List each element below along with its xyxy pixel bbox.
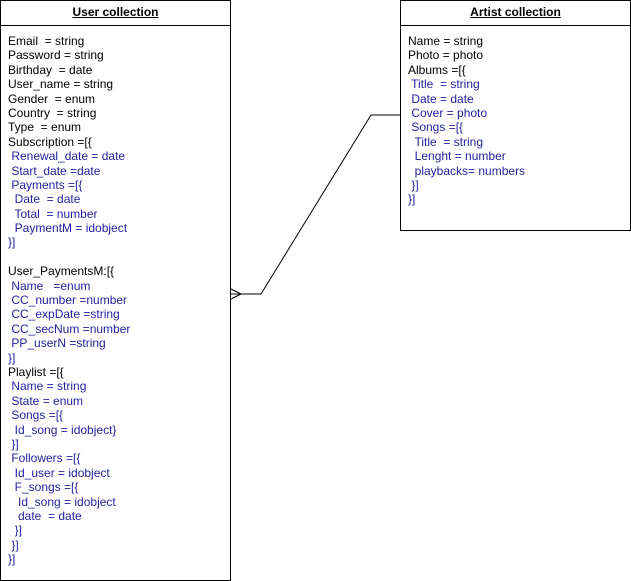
user-attribute-line: Start_date =date: [8, 163, 101, 178]
user-attribute-line: Id_song = idobject: [8, 494, 116, 509]
user-attribute-line: Followers =[{: [8, 451, 81, 466]
artist-collection-title: Artist collection: [401, 1, 630, 26]
user-attribute-line: CC_secNum =number: [8, 321, 131, 336]
user-attribute-line: Password = string: [8, 48, 104, 63]
user-attribute-line: Playlist =[{: [8, 364, 64, 379]
user-attribute-line: Name = string: [8, 379, 87, 394]
user-attribute-line: State = enum: [8, 393, 84, 408]
artist-attribute-line: Name = string: [408, 34, 484, 48]
user-attribute-line: Country = string: [8, 105, 97, 120]
artist-attribute-line: Photo = photo: [408, 48, 484, 63]
user-attribute-line: F_songs =[{: [8, 480, 79, 495]
user-attribute-line: Id_song = idobject}: [8, 422, 117, 437]
user-attribute-line: }]: [8, 350, 16, 365]
artist-attribute-line: Lenght = number: [408, 149, 506, 164]
user-attribute-line: Date = date: [8, 192, 81, 207]
user-attribute-line: Payments =[{: [8, 177, 83, 192]
user-attribute-line: CC_expDate =string: [8, 307, 120, 322]
user-attribute-line: Birthday = date: [8, 62, 93, 77]
user-attribute-line: User_PaymentsM:[{: [8, 264, 115, 279]
user-attribute-line: }]: [8, 235, 16, 250]
user-attribute-line: Songs =[{: [8, 408, 64, 423]
user-attribute-line: Total = number: [8, 206, 98, 221]
user-attribute-line: [8, 250, 230, 264]
user-attribute-line: Gender = enum: [8, 91, 96, 106]
user-attribute-line: }]: [8, 436, 19, 451]
relationship-line: [231, 114, 400, 295]
user-attribute-line: Subscription =[{: [8, 134, 92, 149]
artist-attribute-line: Title = string: [408, 134, 484, 149]
artist-attribute-line: Title = string: [408, 77, 480, 92]
artist-attribute-line: Cover = photo: [408, 105, 488, 120]
user-attribute-line: Type = enum: [8, 120, 82, 135]
artist-attribute-line: }]: [408, 177, 419, 192]
user-attribute-line: date = date: [8, 508, 82, 523]
artist-attribute-line: Albums =[{: [408, 62, 466, 77]
artist-attribute-line: Songs =[{: [408, 120, 464, 135]
user-attribute-line: PaymentM = idobject: [8, 221, 128, 236]
crow-foot-many-marker: [230, 288, 242, 300]
user-attribute-line: Id_user = idobject: [8, 465, 110, 480]
user-attribute-line: Name =enum: [8, 278, 91, 293]
user-attribute-line: }]: [8, 523, 23, 538]
user-attribute-line: Email = string: [8, 34, 85, 48]
user-attribute-line: PP_userN =string: [8, 336, 106, 351]
user-attribute-line: CC_number =number: [8, 293, 128, 308]
user-collection-title: User collection: [1, 1, 230, 26]
user-attribute-line: }]: [8, 552, 16, 567]
user-attribute-line: Renewal_date = date: [8, 149, 126, 164]
artist-attribute-line: playbacks= numbers: [408, 163, 526, 178]
artist-attribute-line: }]: [408, 192, 416, 207]
user-attribute-line: User_name = string: [8, 77, 114, 92]
artist-attribute-line: Date = date: [408, 91, 474, 106]
user-attribute-line: }]: [8, 537, 19, 552]
